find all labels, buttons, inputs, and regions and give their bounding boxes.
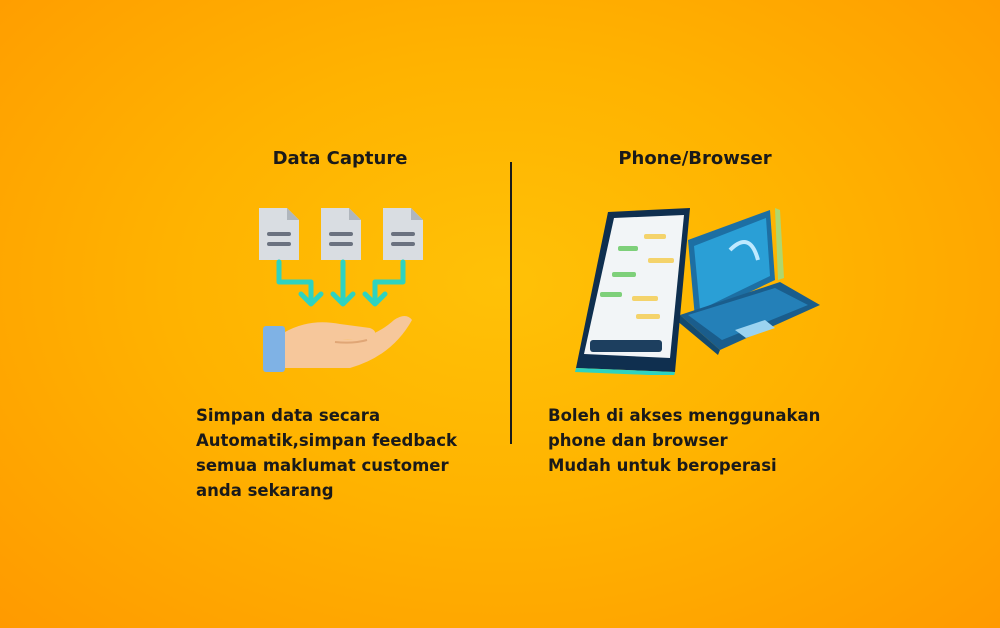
column-divider [510,162,512,444]
document-icon [383,208,423,260]
phone-browser-title: Phone/Browser [618,148,772,169]
phone-icon [575,208,690,375]
description-line: semua maklumat customer [196,456,449,475]
description-line: Simpan data secara [196,406,381,425]
data-capture-icon [259,208,423,372]
data-capture-description: Simpan data secara Automatik,simpan feed… [196,403,457,503]
description-line: Mudah untuk beroperasi [548,456,777,475]
laptop-icon [676,208,820,355]
description-line: phone dan browser [548,431,728,450]
hand-icon [263,316,412,372]
phone-browser-description: Boleh di akses menggunakan phone dan bro… [548,403,820,478]
document-icon [321,208,361,260]
data-capture-title: Data Capture [272,148,408,169]
description-line: Automatik,simpan feedback [196,431,458,450]
description-line: anda sekarang [196,481,334,500]
document-icon [259,208,299,260]
description-line: Boleh di akses menggunakan [548,406,821,425]
phone-laptop-icon [575,208,820,375]
